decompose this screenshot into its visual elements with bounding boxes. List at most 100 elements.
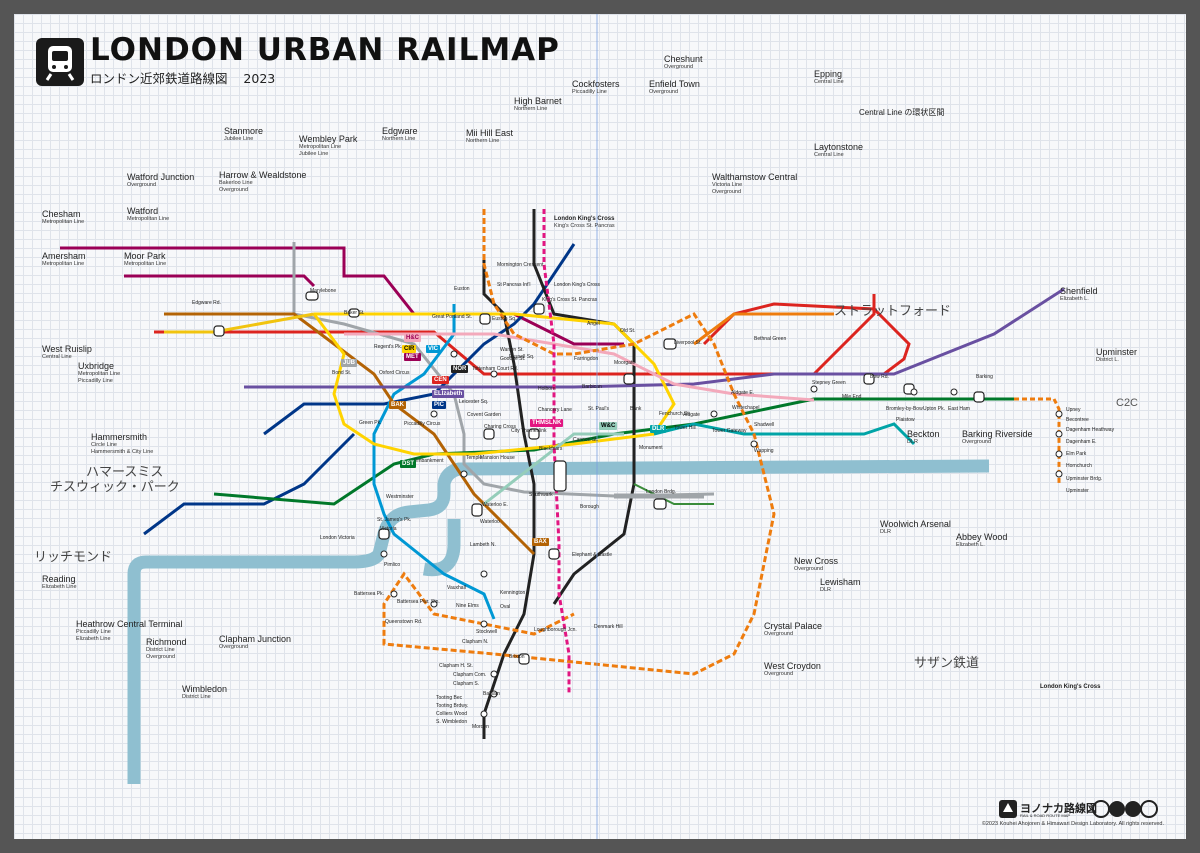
station-label[interactable]: Wapping xyxy=(754,448,774,454)
station-label[interactable]: Mansion House xyxy=(480,455,515,461)
station-label[interactable]: Edgware Rd. xyxy=(192,300,221,306)
station-label[interactable]: Blackfriars xyxy=(539,446,563,452)
station-label[interactable]: St. James's Pk. xyxy=(377,517,412,523)
station-label[interactable]: London Brdg. xyxy=(646,489,677,495)
station-label[interactable]: Euston xyxy=(454,286,470,292)
station-label[interactable]: Shadwell xyxy=(754,422,775,428)
station-label[interactable]: Brixton xyxy=(509,654,525,660)
station-label[interactable]: Upminster Brdg. xyxy=(1066,476,1103,482)
station-label[interactable]: Tottenham Court Rd. xyxy=(472,366,519,372)
station-label[interactable]: Balham xyxy=(483,691,500,697)
station-label[interactable]: Vauxhall xyxy=(447,585,466,591)
station-label[interactable]: Becontree xyxy=(1066,417,1089,423)
station-label[interactable]: Tooting Bec xyxy=(436,695,463,701)
station-label[interactable]: Queenstown Rd. xyxy=(385,619,423,625)
station-label[interactable]: Dagenham E. xyxy=(1066,439,1097,445)
station-label[interactable]: Holborn xyxy=(538,386,556,392)
station-label[interactable]: East Ham xyxy=(948,406,970,412)
station-label[interactable]: Goodge St. xyxy=(500,356,526,362)
station-label[interactable]: Clapham N. xyxy=(462,639,489,645)
station-label[interactable]: Aldgate E. xyxy=(731,390,755,396)
station-label[interactable]: Leicester Sq. xyxy=(459,399,489,405)
station-label[interactable]: Angel xyxy=(587,321,600,327)
station-label[interactable]: Stepney Green xyxy=(812,380,846,386)
station-label[interactable]: Aldgate xyxy=(683,412,700,418)
station-label[interactable]: Oxford Circus xyxy=(379,370,410,376)
station-label[interactable]: City Thameslink xyxy=(511,428,547,434)
station-label[interactable]: Elephant & Castle xyxy=(572,552,613,558)
station-label[interactable]: Battersea Pwr. Stn. xyxy=(397,599,440,605)
station-label[interactable]: Chancery Lane xyxy=(538,407,572,413)
station-label[interactable]: Mornington Crescent xyxy=(497,262,544,268)
station-label[interactable]: Borough xyxy=(580,504,599,510)
station-label[interactable]: Stockwell xyxy=(476,629,498,635)
station-label[interactable]: Southwark xyxy=(529,492,553,498)
station-label[interactable]: Victoria xyxy=(380,526,397,532)
station-label[interactable]: Fenchurch St. xyxy=(659,411,691,417)
place-line: Metropolitan Line xyxy=(42,219,85,226)
station-label[interactable]: Warren St. xyxy=(500,347,524,353)
station-label[interactable]: Bethnal Green xyxy=(754,336,787,342)
station-label[interactable]: Nine Elms xyxy=(456,603,479,609)
station-label[interactable]: St. Paul's xyxy=(588,406,609,412)
station-label[interactable]: Russell Sq. xyxy=(509,354,535,360)
station-label[interactable]: Westminster xyxy=(386,494,414,500)
station-label[interactable]: Cannon St. xyxy=(573,437,599,443)
station-label[interactable]: Oval xyxy=(500,604,511,610)
station-label[interactable]: Morden xyxy=(472,724,489,730)
station-label[interactable]: Euston Sq. xyxy=(492,316,517,322)
station-label[interactable]: Whitechapel xyxy=(732,405,760,411)
station-label[interactable]: Waterloo xyxy=(480,519,500,525)
station-label[interactable]: Clapham H. St. xyxy=(439,663,473,669)
station-label[interactable]: Liverpool St. xyxy=(674,340,702,346)
station-label[interactable]: Loughborough Jcn. xyxy=(534,627,577,633)
station-label[interactable]: Moorgate xyxy=(614,360,636,366)
station-label[interactable]: Bow Rd. xyxy=(870,374,889,380)
station-label[interactable]: St Pancras Int'l xyxy=(497,282,531,288)
station-label[interactable]: Marylebone xyxy=(310,288,337,294)
station-label[interactable]: Mile End xyxy=(842,394,862,400)
station-label[interactable]: Piccadilly Circus xyxy=(404,421,441,427)
station-label[interactable]: Barbican xyxy=(582,384,602,390)
station-label[interactable]: Kennington xyxy=(500,590,526,596)
station-label[interactable]: Baker St. xyxy=(344,310,365,316)
station-label[interactable]: Tower Hill xyxy=(674,425,696,431)
station-label[interactable]: Great Portland St. xyxy=(432,314,473,320)
station-label[interactable]: Elm Park xyxy=(1066,451,1087,457)
station-label[interactable]: Monument xyxy=(639,445,663,451)
station-label[interactable]: Bromley-by-Bow xyxy=(886,406,923,412)
station-label[interactable]: Bank xyxy=(630,406,642,412)
station-label[interactable]: Lambeth N. xyxy=(470,542,496,548)
station-label[interactable]: Plaistow xyxy=(896,417,915,423)
station-label[interactable]: Clapham Com. xyxy=(453,672,487,678)
station-label[interactable]: Old St. xyxy=(620,328,636,334)
station-label[interactable]: Hornchurch xyxy=(1066,463,1092,469)
station-label[interactable]: Tooting Brdwy. xyxy=(436,703,469,709)
station-label[interactable]: Pimlico xyxy=(384,562,401,568)
station-label[interactable]: Embankment xyxy=(414,458,444,464)
station-label[interactable]: Denmark Hill xyxy=(594,624,623,630)
station-label[interactable]: London Victoria xyxy=(320,535,355,541)
station-label[interactable]: Clapham S. xyxy=(453,681,480,687)
station-label[interactable]: Covent Garden xyxy=(467,412,501,418)
place-name: Crystal Palace xyxy=(764,621,823,631)
station-label[interactable]: Waterloo E. xyxy=(482,502,508,508)
station-label[interactable]: Upton Pk. xyxy=(923,406,945,412)
station-label[interactable]: Dagenham Heathway xyxy=(1066,427,1115,433)
station-label[interactable]: King's Cross St. Pancras xyxy=(542,297,598,303)
station-label[interactable]: Regent's Pk. xyxy=(374,344,403,350)
station-label[interactable]: London King's Cross xyxy=(554,282,600,288)
place-name: Woolwich Arsenal xyxy=(880,519,951,529)
station-label[interactable]: Colliers Wood xyxy=(436,711,468,717)
station-label[interactable]: Temple xyxy=(466,455,483,461)
station-label[interactable]: Upminster xyxy=(1066,488,1089,494)
station-label[interactable]: Battersea Pk. xyxy=(354,591,385,597)
station-label[interactable]: S. Wimbledon xyxy=(436,719,468,725)
station-label[interactable]: Charing Cross xyxy=(484,424,516,430)
station-label[interactable]: Farringdon xyxy=(574,356,599,362)
station-label[interactable]: Bond St. xyxy=(332,370,352,376)
station-label[interactable]: Green Pk. xyxy=(359,420,382,426)
station-label[interactable]: Barking xyxy=(976,374,993,380)
station-label[interactable]: Upney xyxy=(1066,407,1081,413)
station-label[interactable]: Tower Gateway xyxy=(712,428,747,434)
